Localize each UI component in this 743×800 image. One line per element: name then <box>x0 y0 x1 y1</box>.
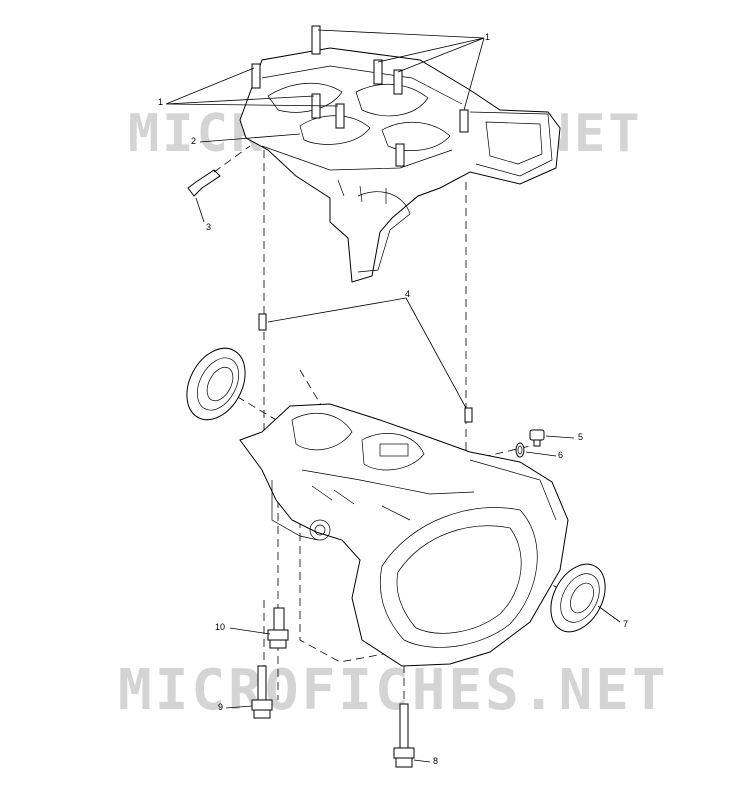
callout-2: 2 <box>191 136 197 146</box>
leader-lines <box>165 29 621 763</box>
dowel-4b <box>464 407 473 423</box>
bolt-9 <box>251 665 273 719</box>
dowel-pin-3 <box>187 145 251 197</box>
callout-3: 3 <box>206 222 212 232</box>
washer-6 <box>515 442 525 458</box>
callout-4: 4 <box>405 289 411 299</box>
callout-5: 5 <box>578 432 584 442</box>
oil-seal-left <box>186 347 246 421</box>
callout-7: 7 <box>623 619 629 629</box>
bolt-8 <box>393 703 415 768</box>
lower-crankcase <box>239 403 569 667</box>
oil-seal-right <box>550 563 606 633</box>
callout-10: 10 <box>215 622 226 632</box>
callout-6: 6 <box>558 450 564 460</box>
callout-1-left: 1 <box>158 97 164 107</box>
dowel-4a <box>258 313 267 331</box>
callout-9: 9 <box>218 702 224 712</box>
callout-8: 8 <box>433 756 439 766</box>
drain-plug-5 <box>529 429 545 447</box>
watermark-bottom: MICROFICHES.NET <box>118 658 669 723</box>
bolt-10 <box>267 607 289 649</box>
callout-1-top: 1 <box>485 32 491 42</box>
